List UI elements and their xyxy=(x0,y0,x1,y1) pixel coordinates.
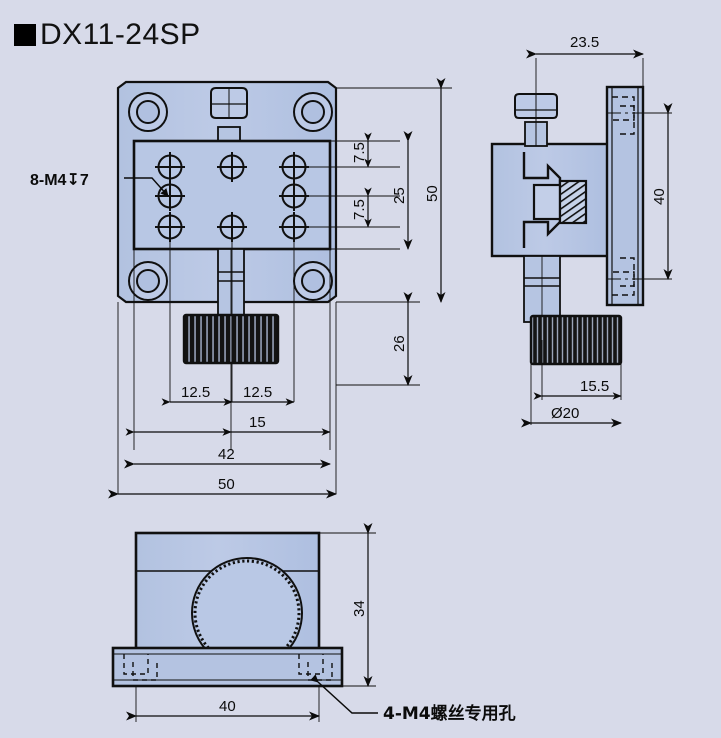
dim-34: 34 xyxy=(351,600,368,617)
front-extension-lines xyxy=(117,87,452,494)
side-adjuster xyxy=(523,255,623,366)
dim-12-5-b: 12.5 xyxy=(243,384,272,401)
bottom-view: 34 40 4-M4螺丝专用孔 xyxy=(111,523,516,724)
dim-23-5: 23.5 xyxy=(570,34,599,51)
side-flange-hidden-holes xyxy=(612,96,635,296)
dim-50-v: 50 xyxy=(424,185,441,202)
dim-15-5: 15.5 xyxy=(580,378,609,395)
front-knurled-knob xyxy=(182,313,280,365)
front-dim-12_5-left: 12.5 xyxy=(161,384,233,406)
bottom-dim-40: 40 xyxy=(126,698,320,721)
front-adjuster xyxy=(182,248,280,365)
dim-25: 25 xyxy=(391,187,408,204)
bottom-dim-34: 34 xyxy=(351,523,373,687)
m4-hole xyxy=(217,152,247,182)
bottom-flange-hidden-holes xyxy=(123,654,333,681)
front-m4-holes xyxy=(155,152,309,242)
m4-hole xyxy=(155,152,185,182)
bottom-note-text: 4-M4螺丝专用孔 xyxy=(383,703,516,724)
front-dim-50-horizontal: 50 xyxy=(108,476,337,499)
m4-hole xyxy=(279,181,309,211)
front-corner-holes xyxy=(128,92,333,301)
side-center-slot xyxy=(532,179,588,225)
dim-dia-20: Ø20 xyxy=(551,405,579,422)
front-plate-chamfers xyxy=(117,81,337,303)
m4-hole xyxy=(279,152,309,182)
front-note-leader: 8-M4↧7 xyxy=(30,172,169,197)
side-dim-15_5: 15.5 xyxy=(533,378,622,400)
front-view: 8-M4↧7 7.5 7.5 25 50 xyxy=(30,78,452,499)
dim-7-5-b: 7.5 xyxy=(351,199,368,220)
dim-26: 26 xyxy=(391,335,408,352)
front-dim-50-vertical: 50 xyxy=(424,78,446,303)
dim-50-h: 50 xyxy=(218,476,235,493)
front-dim-25: 25 xyxy=(391,131,413,250)
bottom-note-leader: 4-M4螺丝专用孔 xyxy=(310,674,516,724)
front-dim-7_5-lower: 7.5 xyxy=(351,187,372,228)
side-view: 23.5 40 15.5 Ø20 xyxy=(490,34,673,428)
front-dim-7_5-upper: 7.5 xyxy=(351,132,372,168)
front-note-text: 8-M4↧7 xyxy=(30,172,89,189)
side-top-screw xyxy=(514,93,558,147)
m4-hole xyxy=(217,212,247,242)
front-dim-26: 26 xyxy=(391,292,413,386)
side-dim-diameter-20: Ø20 xyxy=(521,405,622,428)
bottom-flange xyxy=(111,646,344,688)
dim-40-bottom: 40 xyxy=(219,698,236,715)
dim-12-5-a: 12.5 xyxy=(181,384,210,401)
side-dim-23_5: 23.5 xyxy=(526,34,644,59)
page-title: DX11-24SP xyxy=(14,20,201,50)
front-dim-15: 15 xyxy=(125,414,331,436)
front-dim-12_5-right: 12.5 xyxy=(223,384,295,406)
m4-hole xyxy=(155,181,185,211)
dim-7-5-a: 7.5 xyxy=(351,142,368,163)
dim-42: 42 xyxy=(218,446,235,463)
front-dim-42: 42 xyxy=(124,446,331,469)
side-knurled-knob xyxy=(529,314,623,366)
bullet-square-icon xyxy=(14,24,36,46)
side-dim-40: 40 xyxy=(651,103,673,280)
title-text: DX11-24SP xyxy=(40,18,201,51)
dim-40-side: 40 xyxy=(651,188,668,205)
dim-15: 15 xyxy=(249,414,266,431)
